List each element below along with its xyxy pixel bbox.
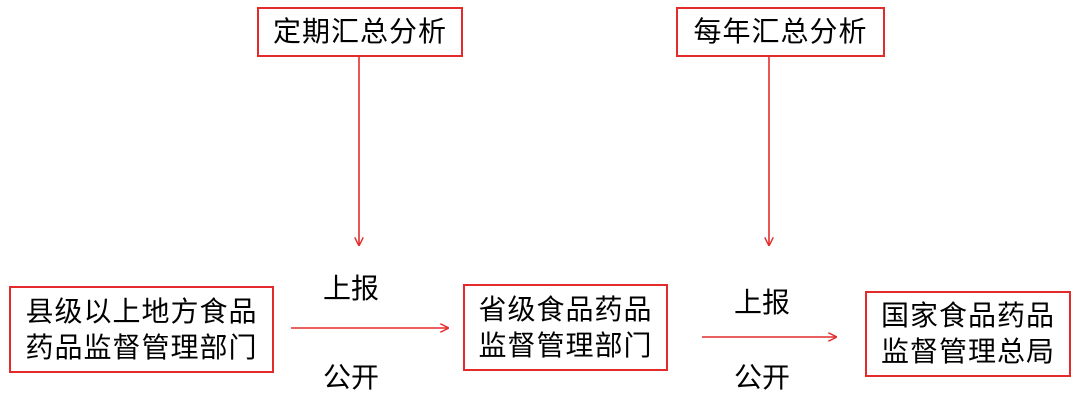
- national-authority-line1: 国家食品药品: [880, 299, 1055, 332]
- left-report-label: 上报: [323, 272, 380, 305]
- provincial-authority-line1: 省级食品药品: [478, 292, 653, 326]
- annual-analysis-label: 每年汇总分析: [693, 15, 868, 48]
- left-publish-label: 公开: [323, 361, 380, 394]
- periodic-analysis-box: 定期汇总分析: [257, 7, 463, 57]
- county-authority-line2: 药品监督管理部门: [25, 330, 258, 364]
- county-authority-box: 县级以上地方食品 药品监督管理部门: [9, 286, 274, 373]
- provincial-authority-box: 省级食品药品 监督管理部门: [463, 284, 668, 371]
- periodic-analysis-label: 定期汇总分析: [272, 15, 447, 48]
- provincial-authority-line2: 监督管理部门: [478, 328, 653, 362]
- county-authority-line1: 县级以上地方食品: [25, 294, 258, 328]
- annual-analysis-box: 每年汇总分析: [676, 7, 885, 57]
- national-authority-box: 国家食品药品 监督管理总局: [865, 291, 1071, 377]
- right-report-label: 上报: [734, 286, 791, 319]
- right-publish-label: 公开: [734, 361, 791, 394]
- national-authority-line2: 监督管理总局: [880, 335, 1055, 368]
